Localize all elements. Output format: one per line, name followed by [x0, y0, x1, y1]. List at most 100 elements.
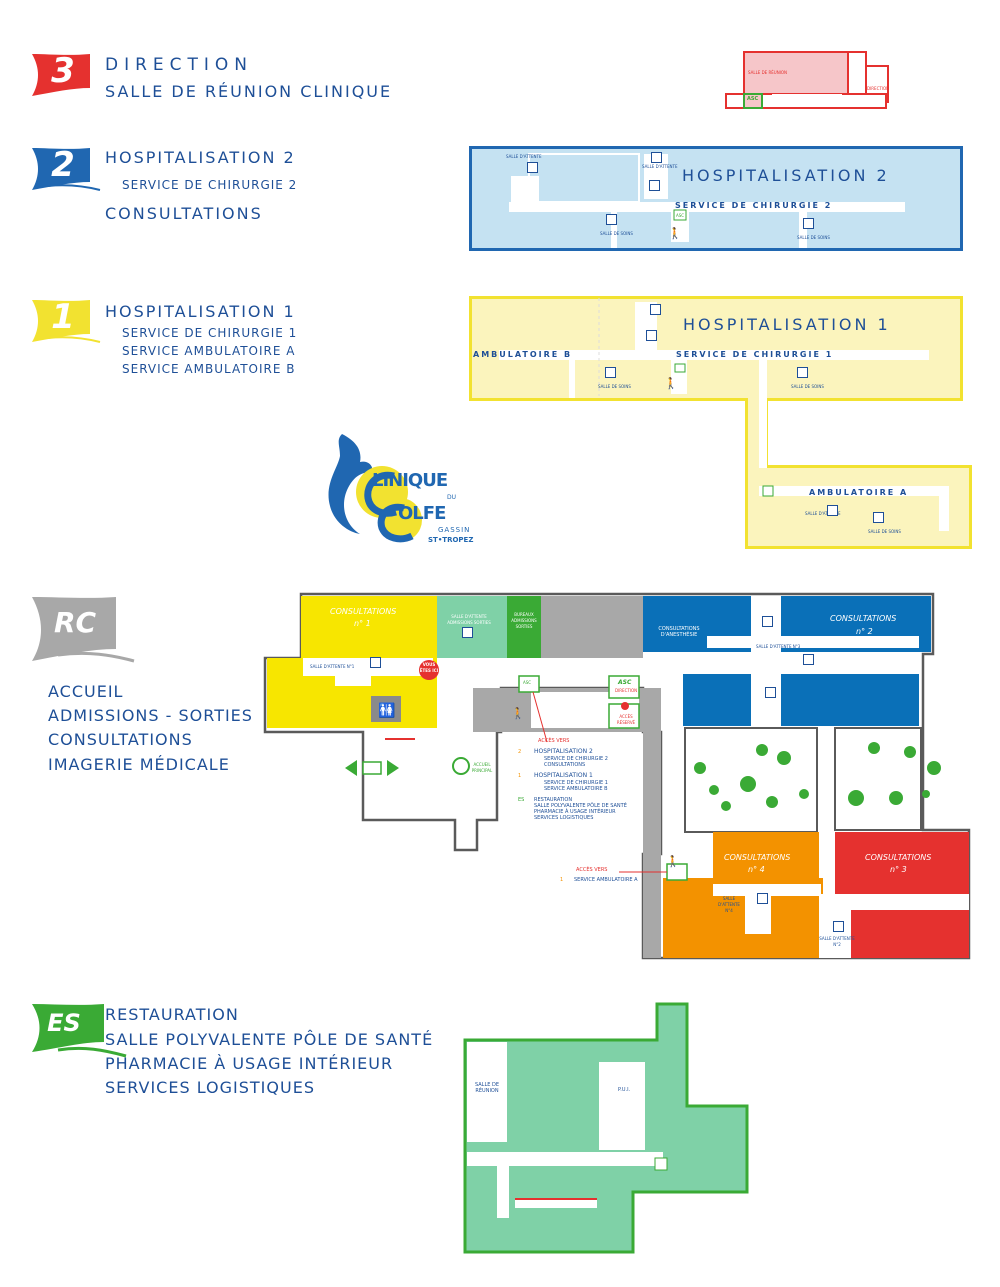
consult1-title: CONSULTATIONS — [330, 607, 397, 616]
level-2-line-1: HOSPITALISATION 2 — [105, 148, 296, 167]
plan1-salle-soins-1: SALLE DE SOINS — [598, 384, 631, 389]
toilet-icon: 🚻 — [378, 703, 396, 719]
dir-3-sub-1: SALLE POLYVALENTE PÔLE DE SANTÉ — [534, 803, 627, 809]
dir-3-sub-3: SERVICES LOGISTIQUES — [534, 815, 594, 821]
salle-attente-n3-label: SALLE D'ATTENTE N°3 — [756, 644, 801, 649]
nurse-icon — [797, 367, 808, 378]
consult2-title: CONSULTATIONS — [830, 614, 897, 623]
dir-1-sub-2: CONSULTATIONS — [544, 762, 586, 768]
dir-2-code: 1 — [518, 773, 522, 779]
es-badge-label: ES — [47, 1009, 81, 1037]
plan1-title: HOSPITALISATION 1 — [683, 315, 891, 334]
es-badge — [32, 1004, 127, 1058]
plan-level-2 — [469, 146, 963, 251]
es-pui-label: P.U.I. — [618, 1087, 631, 1093]
garden-plants — [694, 742, 941, 811]
seat-icon — [370, 657, 381, 668]
consult3-title: CONSULTATIONS — [865, 853, 932, 862]
nurse-icon — [605, 367, 616, 378]
clinique-logo — [328, 434, 422, 543]
level-2-line-3: CONSULTATIONS — [105, 204, 263, 223]
consult4-num: n° 4 — [748, 865, 765, 874]
acces-reserve-label: ACCÈS RÉSERVÉ — [616, 714, 636, 725]
plan1-salle-attente-a: SALLE D'ATTENTE — [805, 511, 841, 516]
dir-amb-a-code: 1 — [560, 877, 564, 883]
seat-icon — [757, 893, 768, 904]
plan2-title: HOSPITALISATION 2 — [682, 166, 890, 185]
rc-line-4: IMAGERIE MÉDICALE — [48, 755, 230, 774]
seat-icon — [650, 304, 661, 315]
plan1-salle-soins-a: SALLE DE SOINS — [868, 529, 901, 534]
seat-icon — [765, 687, 776, 698]
salle-attente-n4-label: SALLE D'ATTENTE N°4 — [718, 896, 740, 913]
rc-line-1: ACCUEIL — [48, 682, 124, 701]
plan1-amb-b-label: AMBULATOIRE B — [473, 350, 573, 359]
rc-line-2: ADMISSIONS - SORTIES — [48, 706, 253, 725]
logo-line-4: GASSIN — [438, 526, 471, 534]
nurse-icon — [606, 214, 617, 225]
dir-amb-a-title: SERVICE AMBULATOIRE A — [574, 877, 638, 883]
level-1-line-4: SERVICE AMBULATOIRE B — [122, 362, 296, 376]
es-salle-reunion-label: SALLE DE RÉUNION — [474, 1082, 500, 1094]
plan1-salle-soins-2: SALLE DE SOINS — [791, 384, 824, 389]
level-3-badge — [32, 54, 90, 96]
es-line-4: SERVICES LOGISTIQUES — [105, 1078, 315, 1097]
es-line-2: SALLE POLYVALENTE PÔLE DE SANTÉ — [105, 1030, 434, 1049]
vous-etes-ici-label: VOUS ÊTES ICI — [419, 662, 439, 673]
level-1-line-3: SERVICE AMBULATOIRE A — [122, 344, 296, 358]
level-1-line-2: SERVICE DE CHIRURGIE 1 — [122, 326, 298, 340]
level-2-badge-number: 2 — [51, 145, 75, 185]
plan1-corridor-label: SERVICE DE CHIRURGIE 1 — [676, 350, 834, 359]
dir-2-sub-1: SERVICE DE CHIRURGIE 1 — [544, 780, 608, 786]
dir-3-sub-2: PHARMACIE À USAGE INTÉRIEUR — [534, 809, 616, 815]
plan-level-es — [463, 1002, 749, 1254]
consult3-num: n° 3 — [890, 865, 907, 874]
nurse-icon — [803, 218, 814, 229]
dir-2-title: HOSPITALISATION 1 — [534, 772, 593, 779]
seat-icon — [803, 654, 814, 665]
level-1-badge-number: 1 — [51, 297, 75, 337]
seat-icon — [833, 921, 844, 932]
plan-level-3 — [725, 51, 889, 109]
plan1-amb-a-label: AMBULATOIRE A — [809, 488, 909, 497]
stairs-icon: 🚶 — [511, 707, 525, 720]
toilet-icon — [649, 180, 660, 191]
toilet-icon — [646, 330, 657, 341]
level-1-badge — [32, 300, 101, 343]
level-2-badge — [32, 148, 101, 191]
plan3-salle-label: SALLE DE RÉUNION — [748, 70, 788, 75]
plan2-salle-soins-1: SALLE DE SOINS — [600, 231, 633, 236]
logo-line-1: LINIQUE — [372, 470, 448, 491]
dir-2-sub-2: SERVICE AMBULATOIRE B — [544, 786, 608, 792]
salle-attente-n2-label: SALLE D'ATTENTE N°2 — [819, 936, 855, 947]
plan3-asc-label: ASC — [747, 96, 759, 102]
level-3-badge-number: 3 — [51, 51, 75, 91]
stairs-icon: 🚶 — [666, 855, 680, 868]
seat-icon — [651, 152, 662, 163]
dir-3-title: RESTAURATION — [534, 797, 573, 803]
stairs-icon: 🚶 — [664, 377, 678, 390]
acces-vers-1-label: ACCÈS VERS — [538, 738, 570, 744]
dir-1-code: 2 — [518, 749, 522, 755]
seat-icon — [462, 627, 473, 638]
plan-level-1 — [469, 296, 972, 549]
consult-anesthesie-label: CONSULTATIONS D'ANESTHÉSIE — [658, 626, 700, 638]
seat-icon — [527, 162, 538, 173]
level-3-line-1: DIRECTION — [105, 55, 254, 75]
es-line-3: PHARMACIE À USAGE INTÉRIEUR — [105, 1054, 394, 1073]
logo-line-5: ST•TROPEZ — [428, 536, 474, 544]
plan2-salle-soins-2: SALLE DE SOINS — [797, 235, 830, 240]
nurse-icon — [873, 512, 884, 523]
acces-vers-2-label: ACCÈS VERS — [576, 867, 608, 873]
salle-attente-n1-label: SALLE D'ATTENTE N°1 — [310, 664, 355, 669]
level-2-line-2: SERVICE DE CHIRURGIE 2 — [122, 178, 298, 192]
plan2-corridor-label: SERVICE DE CHIRURGIE 2 — [675, 201, 833, 210]
consult4-title: CONSULTATIONS — [724, 853, 791, 862]
dir-1-sub-1: SERVICE DE CHIRURGIE 2 — [544, 756, 608, 762]
administration-label: ADMINISTRATION — [555, 698, 599, 704]
es-line-1: RESTAURATION — [105, 1005, 239, 1024]
asc-label: ASC — [523, 680, 532, 685]
asc-direction-label: ASC — [618, 679, 632, 686]
salle-attente-admissions-label: SALLE D'ATTENTE ADMISSIONS SORTIES — [447, 614, 491, 625]
seat-icon — [827, 505, 838, 516]
